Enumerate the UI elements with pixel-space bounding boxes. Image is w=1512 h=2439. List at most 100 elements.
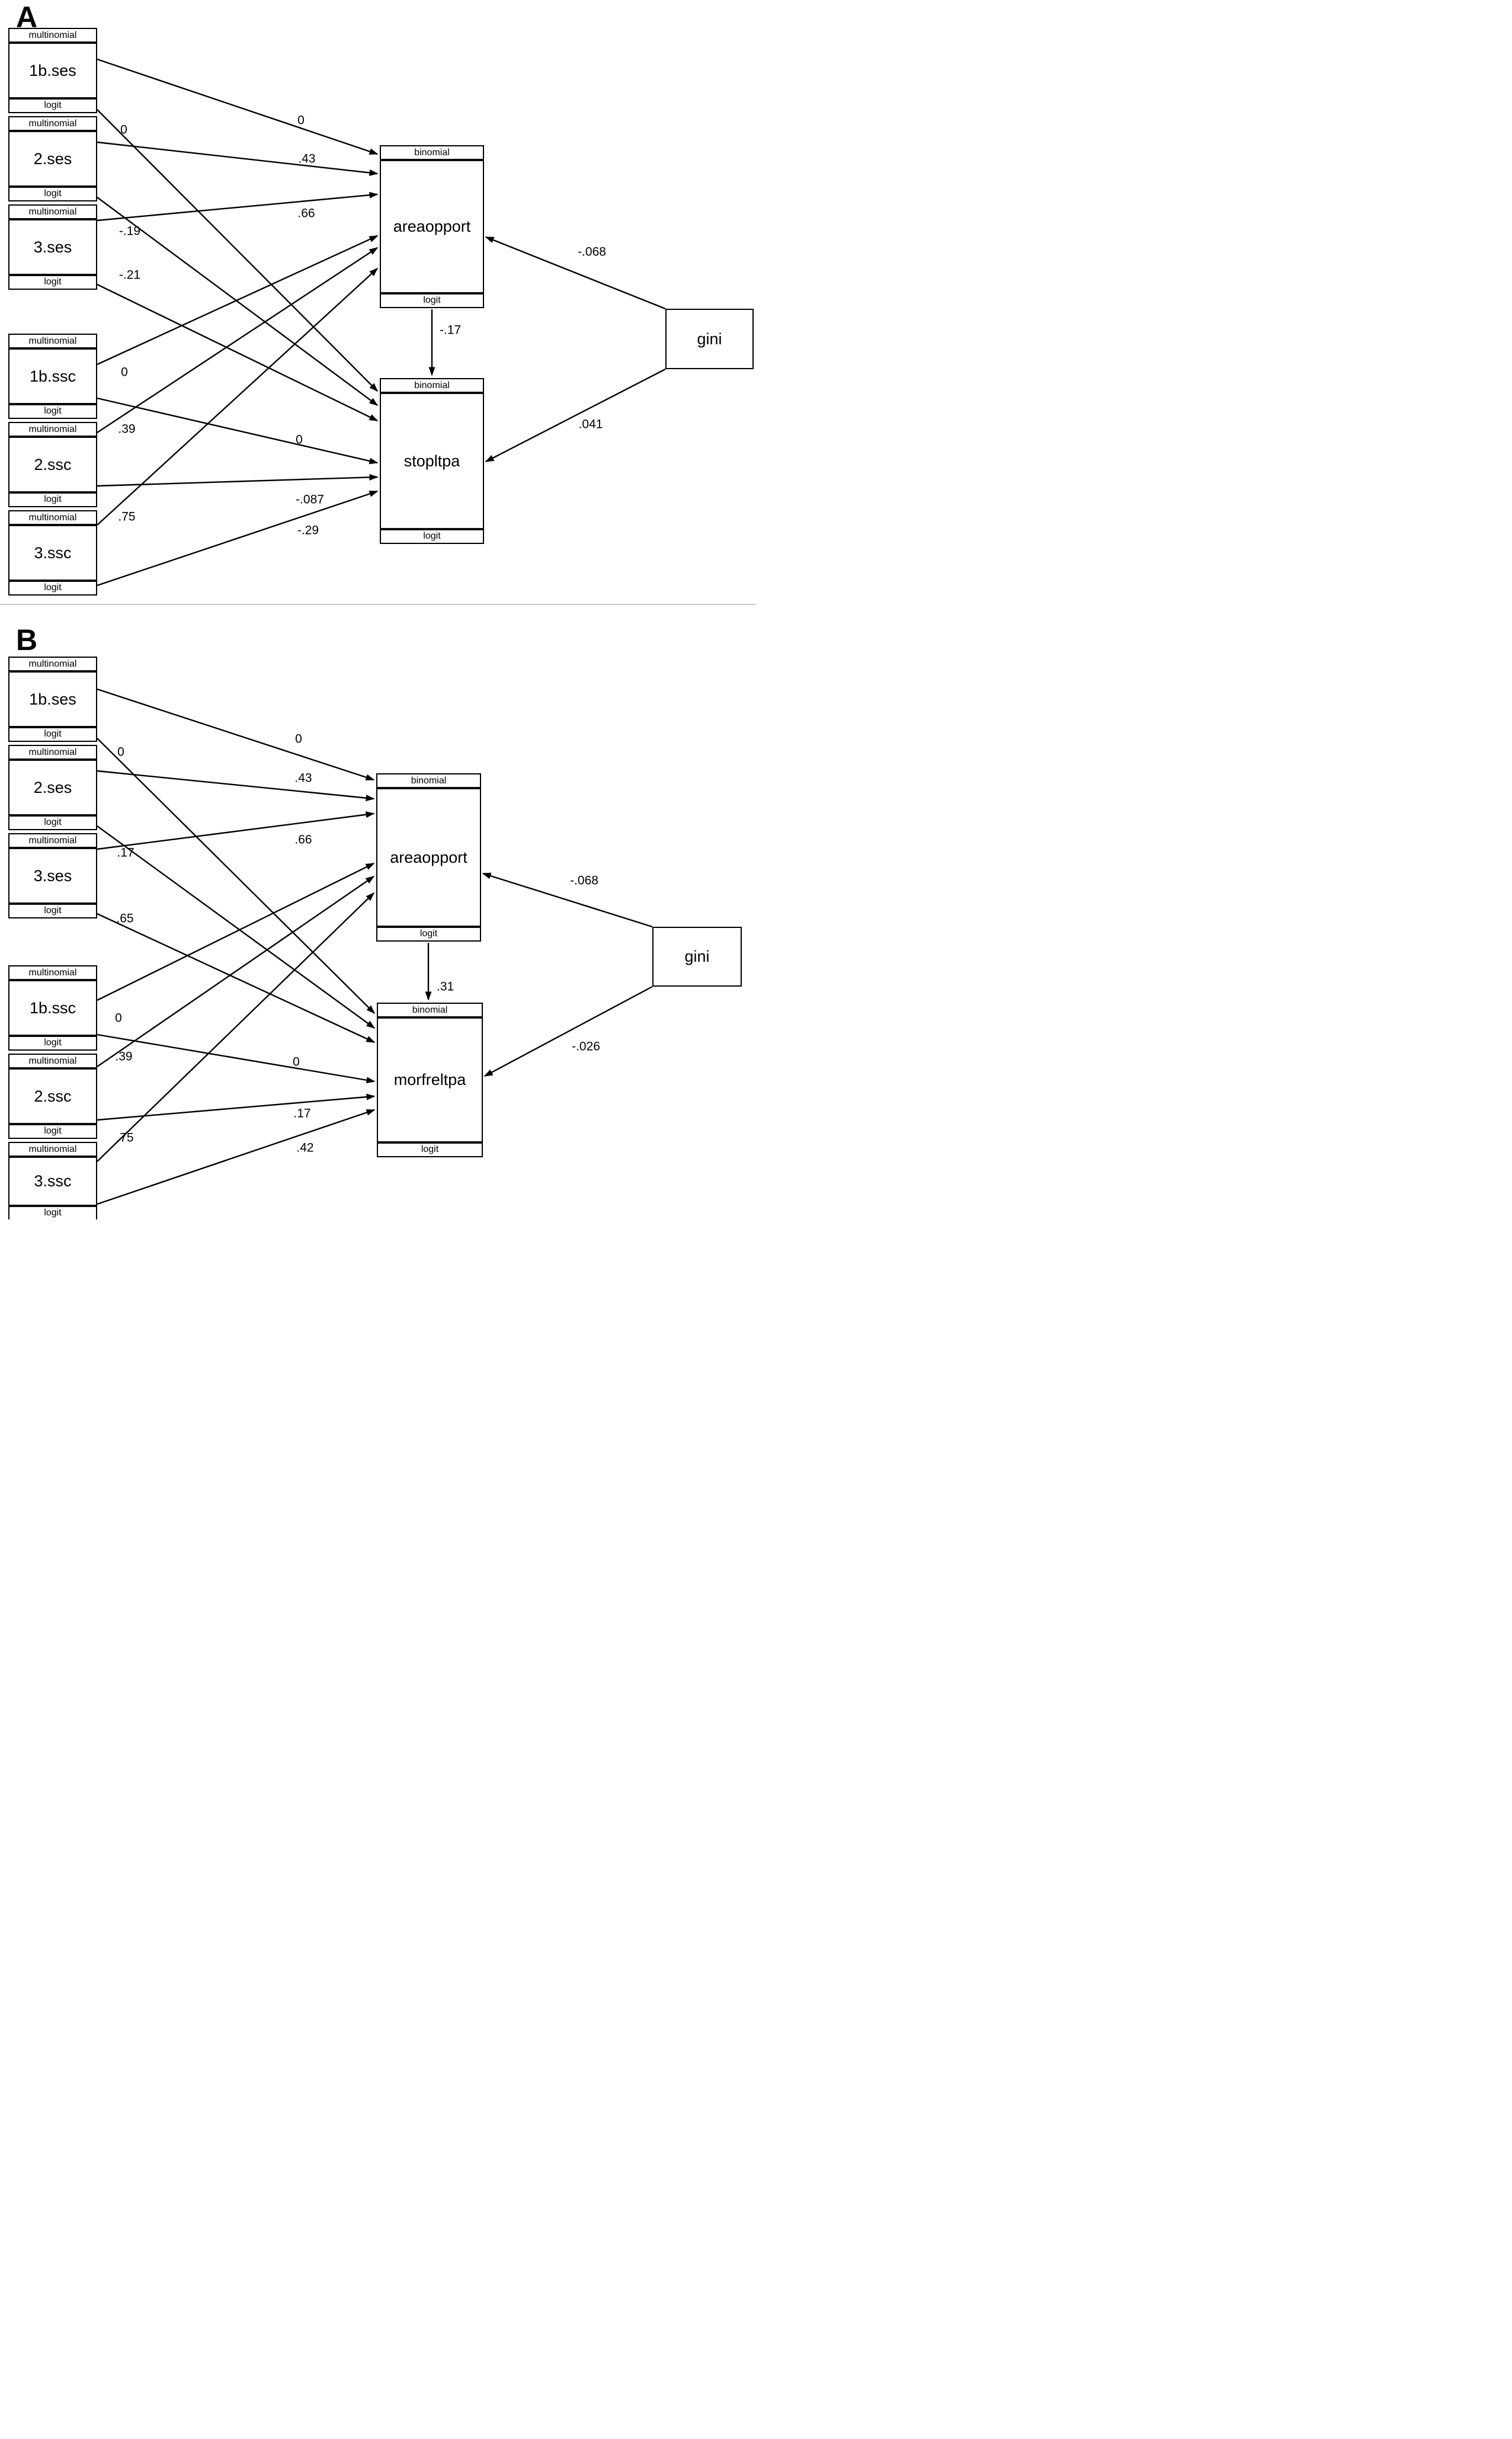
node-1b-ssc-a: multinomial 1b.ssc logit [8,334,97,419]
coef-1bses-morfreltpa-b: 0 [117,745,124,759]
variable-name: areaopport [377,789,480,926]
edge-1bssc-morfreltpa-b [97,1033,376,1084]
panel-b-label: B [16,623,39,657]
node-3-ssc-a: multinomial 3.ssc logit [8,510,97,596]
node-gini-b: gini [652,927,742,987]
edge-2ssc-stopltpa-a [97,473,379,487]
edge-1bses-areaopport-a [97,58,379,155]
family-label: multinomial [9,966,96,981]
family-label: multinomial [9,746,96,761]
family-label: multinomial [9,29,96,44]
edge-gini-areaopport-a [485,236,666,310]
edge-2ssc-areaopport-a [97,247,379,434]
edge-2ses-stopltpa-a [97,197,379,406]
family-label: binomial [378,1004,482,1019]
family-label: multinomial [9,117,96,132]
node-3-ses-b: multinomial 3.ses logit [8,833,97,918]
family-label: multinomial [9,1143,96,1158]
link-label: logit [381,528,483,543]
variable-name: gini [684,948,710,965]
node-1b-ssc-b: multinomial 1b.ssc logit [8,965,97,1051]
variable-name: 3.ssc [9,1158,96,1205]
variable-name: areaopport [381,161,483,292]
edge-gini-areaopport-b [482,872,653,928]
coef-3ses-morfreltpa-b: .65 [116,911,134,926]
variable-name: 2.ssc [9,438,96,491]
node-gini-a: gini [665,309,754,369]
edge-1bssc-stopltpa-a [97,397,379,465]
coef-2ssc-areaopport-b: .39 [115,1049,133,1064]
variable-name: stopltpa [381,394,483,528]
coef-1bses-areaopport-a: 0 [297,113,305,127]
variable-name: 1b.ssc [9,981,96,1035]
edge-3ssc-stopltpa-a [97,490,379,587]
node-areaopport-a: binomial areaopport logit [380,145,484,308]
coef-2ses-morfreltpa-b: .17 [117,846,134,860]
coef-2ssc-morfreltpa-b: .17 [293,1106,311,1121]
link-label: logit [9,185,96,200]
edge-layer [97,58,666,1205]
coef-areaopport-stopltpa-a: -.17 [440,323,462,337]
coef-1bses-areaopport-b: 0 [295,732,302,746]
variable-name: morfreltpa [378,1019,482,1141]
coef-1bssc-morfreltpa-b: 0 [293,1055,300,1069]
node-3-ssc-b: multinomial 3.ssc logit [8,1142,97,1220]
edge-1bssc-areaopport-a [97,235,379,366]
link-label: logit [381,292,483,307]
family-label: binomial [381,146,483,161]
node-2-ssc-b: multinomial 2.ssc logit [8,1054,97,1139]
link-label: logit [9,1123,96,1138]
node-3-ses-a: multinomial 3.ses logit [8,204,97,290]
family-label: multinomial [9,206,96,220]
variable-name: 2.ses [9,761,96,814]
coef-3ses-areaopport-b: .66 [294,833,312,847]
coef-1bssc-stopltpa-a: 0 [296,433,303,447]
node-2-ses-b: multinomial 2.ses logit [8,745,97,830]
link-label: logit [378,1141,482,1156]
link-label: logit [9,902,96,917]
variable-name: 1b.ses [9,673,96,726]
node-1b-ses-b: multinomial 1b.ses logit [8,657,97,742]
coef-areaopport-morfreltpa-b: .31 [437,980,454,994]
family-label: binomial [381,379,483,394]
link-label: logit [9,274,96,289]
coef-gini-areaopport-b: -.068 [570,873,598,888]
edge-2ses-morfreltpa-b [97,825,376,1029]
variable-name: 1b.ses [9,44,96,97]
node-areaopport-b: binomial areaopport logit [376,773,481,942]
family-label: multinomial [9,423,96,438]
edge-2ssc-morfreltpa-b [97,1093,376,1121]
family-label: multinomial [9,335,96,350]
edge-2ses-areaopport-b [97,770,375,802]
link-label: logit [9,580,96,594]
edge-3ssc-areaopport-a [97,267,379,526]
edge-1bses-areaopport-b [97,688,375,781]
variable-name: 3.ses [9,849,96,902]
link-label: logit [9,1205,96,1220]
coef-3ssc-stopltpa-a: -.29 [297,523,319,537]
edge-1bssc-areaopport-b [97,862,375,1001]
edge-1bses-stopltpa-a [97,109,379,392]
coef-3ssc-areaopport-b: .75 [116,1131,134,1145]
node-stopltpa-a: binomial stopltpa logit [380,378,484,544]
link-label: logit [9,726,96,741]
coef-2ssc-stopltpa-a: -.087 [296,492,324,507]
coef-3ssc-morfreltpa-b: .42 [296,1141,314,1155]
family-label: multinomial [9,658,96,673]
edge-3ses-areaopport-b [97,811,375,850]
coef-3ses-stopltpa-a: -.21 [118,268,141,282]
edge-3ses-morfreltpa-b [97,913,376,1044]
edge-gini-morfreltpa-b [483,985,653,1077]
link-label: logit [9,403,96,418]
link-label: logit [9,814,96,829]
coef-3ssc-areaopport-a: .75 [118,510,136,524]
panel-divider [0,604,756,605]
node-1b-ses-a: multinomial 1b.ses logit [8,28,97,113]
node-2-ses-a: multinomial 2.ses logit [8,116,97,201]
edge-2ses-areaopport-a [97,141,379,176]
coef-gini-areaopport-a: -.068 [578,245,606,259]
edge-3ses-areaopport-a [97,191,379,222]
node-morfreltpa-b: binomial morfreltpa logit [377,1003,483,1157]
family-label: multinomial [9,834,96,849]
coef-gini-morfreltpa-b: -.026 [572,1039,600,1054]
